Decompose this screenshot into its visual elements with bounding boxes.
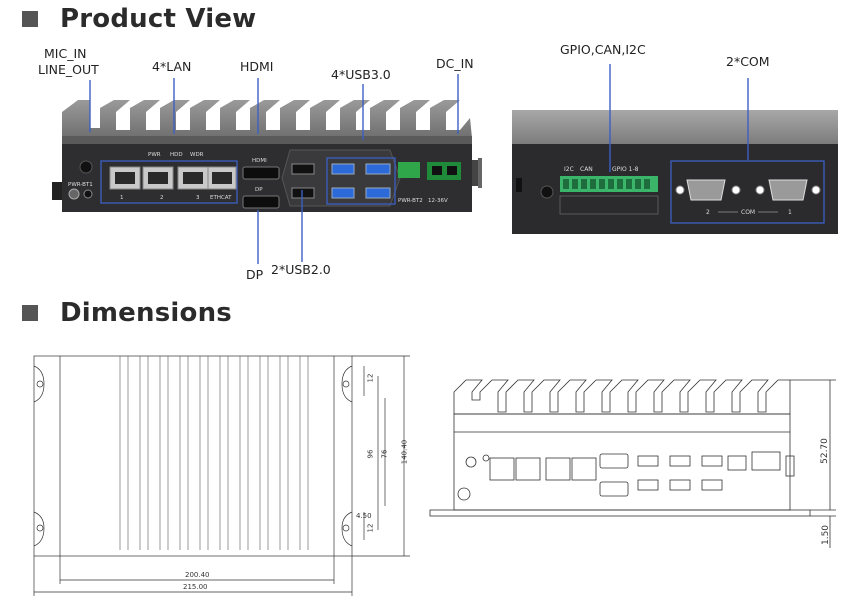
voltage-label: 12-36V	[428, 198, 448, 204]
section-product-view: Product View	[22, 4, 256, 34]
callout-line-out: LINE_OUT	[38, 62, 99, 77]
callout-usb20: 2*USB2.0	[271, 262, 331, 277]
callout-lan: 4*LAN	[152, 59, 192, 74]
front-callout-lines	[89, 74, 459, 264]
pwr-bt1-label: PWR-BT1	[68, 182, 93, 188]
callout-dc-in: DC_IN	[436, 56, 474, 71]
wdr-led-label: WDR	[190, 152, 204, 158]
rear-callout-lines	[609, 64, 749, 172]
pwr-led-label: PWR	[148, 152, 161, 158]
lan-2-label: 2	[160, 195, 164, 201]
i2c-label: I2C	[564, 166, 574, 173]
gpio-label: GPIO 1-8	[612, 166, 639, 173]
callout-com: 2*COM	[726, 54, 770, 69]
lan-3-label: 3	[196, 195, 200, 201]
callout-mic-in: MIC_IN	[44, 46, 87, 61]
dp-port-label: DP	[255, 187, 263, 193]
pwr-bt2-label: PWR-BT2	[398, 198, 423, 204]
section-dimensions: Dimensions	[22, 298, 232, 328]
dim-12-top: 12	[366, 373, 375, 383]
dim-140: 140.40	[400, 439, 409, 465]
callout-usb30: 4*USB3.0	[331, 67, 391, 82]
hdmi-port-label: HDMI	[252, 158, 267, 164]
dim-96: 96	[366, 449, 375, 459]
section-bullet-icon	[22, 305, 38, 321]
com-2-label: 2	[706, 209, 710, 216]
section-bullet-icon	[22, 11, 38, 27]
can-label: CAN	[580, 166, 593, 173]
callout-hdmi: HDMI	[240, 59, 274, 74]
dim-76: 76	[380, 449, 389, 459]
dim-200: 200.40	[185, 571, 210, 579]
dim-215: 215.00	[183, 583, 208, 591]
top-view-drawing	[33, 355, 410, 596]
callout-dp: DP	[246, 267, 264, 282]
com-label: COM	[741, 209, 755, 216]
dim-52-70: 52.70	[819, 438, 830, 464]
lan-1-label: 1	[120, 195, 124, 201]
front-panel-device	[52, 100, 482, 212]
section-title: Dimensions	[60, 298, 232, 328]
callout-gpio-can-i2c: GPIO,CAN,I2C	[560, 42, 646, 57]
section-title: Product View	[60, 4, 257, 34]
dim-12-bottom: 12	[366, 523, 375, 533]
hdd-led-label: HDD	[170, 152, 183, 158]
rear-panel-device	[512, 110, 838, 234]
front-view-drawing	[429, 379, 836, 548]
com-1-label: 1	[788, 209, 792, 216]
dim-1-50: 1.50	[821, 524, 832, 546]
dim-4-50: 4.50	[356, 512, 372, 520]
ethcat-label: ETHCAT	[210, 195, 232, 201]
